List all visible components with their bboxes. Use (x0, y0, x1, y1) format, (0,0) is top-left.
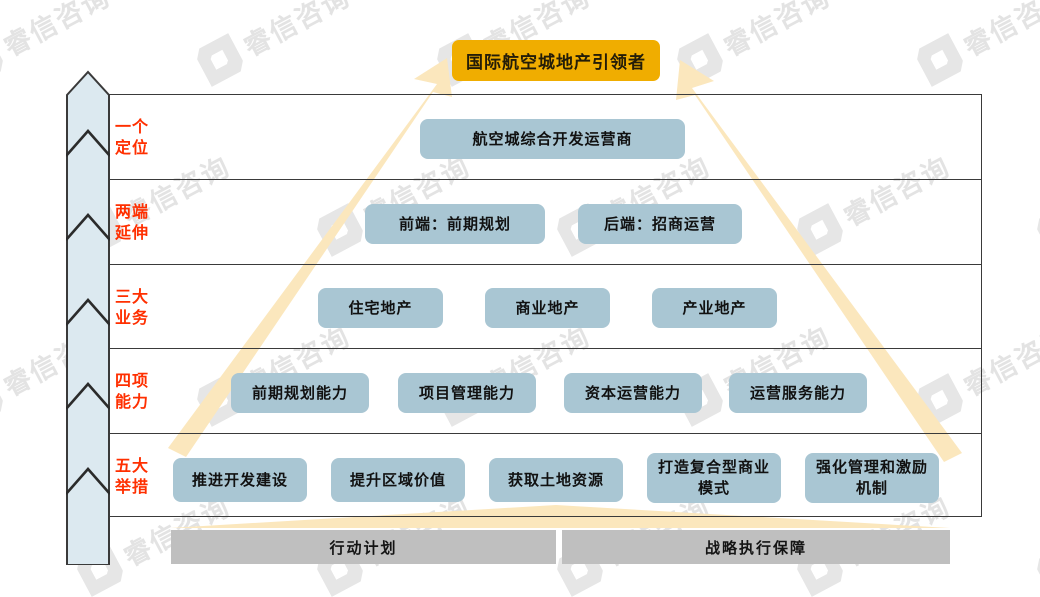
box-row5-item3[interactable]: 获取土地资源 (489, 458, 623, 502)
footer-bar-strategy-guarantee[interactable]: 战略执行保障 (562, 530, 950, 564)
box-row4-item3[interactable]: 资本运营能力 (564, 373, 702, 413)
left-ascending-arrow (168, 58, 452, 457)
chevron-icon (66, 129, 110, 157)
row-label-1: 一个 定位 (115, 116, 169, 158)
box-row5-item2[interactable]: 提升区域价值 (331, 458, 465, 502)
box-row1-item1[interactable]: 航空城综合开发运营商 (420, 119, 685, 159)
row-label-4: 四项 能力 (115, 370, 169, 412)
row-label-5: 五大 举措 (115, 455, 169, 497)
row-label-3: 三大 业务 (115, 286, 169, 328)
row-label-3-line2: 业务 (115, 308, 150, 327)
row-divider-1 (109, 179, 982, 180)
row-label-2: 两端 延伸 (115, 201, 169, 243)
box-row4-item1[interactable]: 前期规划能力 (231, 373, 369, 413)
chevron-icon (66, 382, 110, 410)
row-divider-2 (109, 264, 982, 265)
box-row5-item4[interactable]: 打造复合型商业模式 (647, 453, 781, 503)
row-label-2-line2: 延伸 (115, 223, 150, 242)
footer-bar-action-plan[interactable]: 行动计划 (171, 530, 556, 564)
row-label-4-line2: 能力 (115, 392, 150, 411)
row-label-3-line1: 三大 (115, 287, 150, 306)
box-row4-item2[interactable]: 项目管理能力 (398, 373, 536, 413)
chevron-icon (66, 467, 110, 495)
chevron-icon (66, 298, 110, 326)
vertical-arrow-bar (66, 70, 110, 565)
box-row2-item1[interactable]: 前端：前期规划 (365, 204, 545, 244)
box-row4-item4[interactable]: 运营服务能力 (729, 373, 867, 413)
right-ascending-arrow (676, 60, 962, 462)
row-label-1-line2: 定位 (115, 138, 150, 157)
box-row3-item3[interactable]: 产业地产 (652, 288, 777, 328)
top-banner[interactable]: 国际航空城地产引领者 (452, 40, 660, 81)
row-divider-3 (109, 348, 982, 349)
row-label-5-line1: 五大 (115, 456, 150, 475)
row-label-2-line1: 两端 (115, 202, 150, 221)
box-row5-item1[interactable]: 推进开发建设 (173, 458, 307, 502)
box-row3-item1[interactable]: 住宅地产 (318, 288, 443, 328)
diagram-canvas: 睿信咨询睿信咨询睿信咨询睿信咨询睿信咨询睿信咨询睿信咨询睿信咨询睿信咨询睿信咨询… (0, 0, 1040, 583)
row-divider-4 (109, 433, 982, 434)
row-label-1-line1: 一个 (115, 117, 150, 136)
row-label-5-line2: 举措 (115, 477, 150, 496)
row-label-4-line1: 四项 (115, 371, 150, 390)
box-row2-item2[interactable]: 后端：招商运营 (578, 204, 742, 244)
box-row3-item2[interactable]: 商业地产 (485, 288, 610, 328)
box-row5-item5[interactable]: 强化管理和激励机制 (805, 453, 939, 503)
